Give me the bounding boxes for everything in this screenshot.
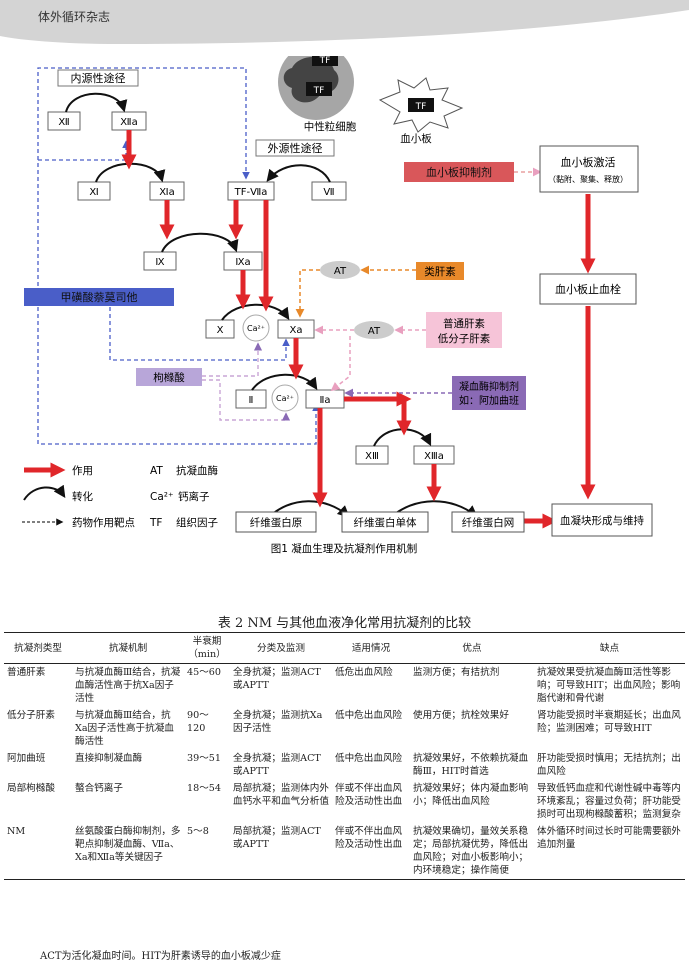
platelet-icon: TF: [378, 77, 464, 133]
citrate-box: 枸橼酸: [153, 371, 185, 384]
factor-XI: Ⅺ: [89, 187, 98, 198]
col-header: 分类及监测: [257, 642, 305, 654]
platelet-inhibitor-box: 血小板抑制剂: [426, 165, 492, 179]
platelet-plug-box: 血小板止血栓: [555, 282, 621, 296]
coagulation-figure: TF TF 中性粒细胞 TF 血小板 内源性途径 外源性途径 Ⅻ Ⅻa Ⅺ Ⅺa…: [22, 56, 653, 555]
platelet-activation-sub: （黏附、聚集、释放）: [548, 174, 628, 184]
col-header: 抗凝剂类型: [14, 642, 62, 654]
extrinsic-pathway-label: 外源性途径: [268, 141, 323, 155]
svg-text:TF: TF: [319, 56, 331, 66]
svg-text:TF: TF: [149, 517, 162, 529]
col-header: 抗凝机制: [108, 642, 148, 654]
heparin-label-2: 低分子肝素: [438, 332, 491, 345]
neutrophil-icon: TF TF: [278, 56, 354, 120]
factor-Xa: Ⅹa: [290, 325, 303, 336]
factor-VII: Ⅶ: [323, 187, 334, 198]
factor-IXa: Ⅸa: [235, 257, 250, 268]
col-header: 优点: [462, 642, 482, 654]
clot-box: 血凝块形成与维持: [560, 514, 644, 527]
neutrophil-label: 中性粒细胞: [304, 120, 357, 133]
svg-text:钙离子: 钙离子: [178, 490, 210, 503]
factor-TF-VIIa: TF-Ⅶa: [234, 187, 268, 198]
figure-caption: 图1 凝血生理及抗凝剂作用机制: [271, 542, 418, 555]
journal-title: 体外循环杂志: [38, 10, 111, 24]
table-title: 表 2 NM 与其他血液净化常用抗凝剂的比较: [217, 616, 472, 631]
factor-XIIa: Ⅻa: [120, 117, 137, 128]
factor-XIa: Ⅺa: [159, 187, 174, 198]
heparinoid-box: 类肝素: [424, 265, 456, 278]
svg-text:组织因子: 组织因子: [176, 516, 218, 529]
factor-IIa: Ⅱa: [319, 395, 330, 406]
comparison-table: 抗凝剂类型 抗凝机制 半衰期（min） 分类及监测 适用情况 优点 缺点 普通肝…: [4, 632, 685, 880]
calcium-circle-2: Ca²⁺: [276, 394, 294, 403]
factor-XIII: ⅩⅢ: [365, 451, 379, 462]
thrombin-inhibitor-label-1: 凝血酶抑制剂: [459, 380, 519, 393]
svg-text:转化: 转化: [72, 490, 93, 503]
factor-XIIIa: ⅩⅢa: [424, 451, 444, 462]
factor-X: Ⅹ: [217, 325, 224, 336]
fibrin-net-box: 纤维蛋白网: [462, 516, 515, 529]
platelet-label: 血小板: [400, 132, 432, 145]
svg-text:抗凝血酶: 抗凝血酶: [176, 464, 218, 477]
col-header: 半衰期（min）: [188, 636, 226, 660]
svg-text:TF: TF: [313, 86, 325, 96]
svg-text:药物作用靶点: 药物作用靶点: [72, 516, 135, 529]
intrinsic-pathway-label: 内源性途径: [71, 71, 126, 85]
table-footnote: ACT为活化凝血时间。HIT为肝素诱导的血小板减少症: [40, 951, 281, 962]
svg-text:Ca²⁺: Ca²⁺: [150, 491, 174, 503]
factor-IX: Ⅸ: [155, 257, 164, 268]
platelet-activation-box: 血小板激活: [561, 155, 616, 169]
nafamostat-box: 甲磺酸萘莫司他: [61, 290, 138, 304]
svg-text:TF: TF: [415, 102, 427, 112]
col-header: 缺点: [599, 642, 620, 654]
heparin-label-1: 普通肝素: [443, 317, 485, 330]
col-header: 适用情况: [351, 642, 391, 654]
svg-text:AT: AT: [150, 465, 163, 477]
factor-II: Ⅱ: [249, 395, 254, 406]
factor-XII: Ⅻ: [58, 117, 69, 128]
thrombin-inhibitor-label-2: 如：阿加曲班: [459, 394, 519, 407]
svg-text:作用: 作用: [72, 465, 93, 477]
at-oval-1: AT: [334, 266, 347, 277]
fibrin-monomer-box: 纤维蛋白单体: [354, 516, 417, 529]
journal-header-band: [0, 0, 689, 44]
at-oval-2: AT: [368, 326, 381, 337]
figure-legend: 作用 AT 抗凝血酶 转化 Ca²⁺ 钙离子 药物作用靶点 TF 组织因子: [22, 462, 218, 529]
fibrinogen-box: 纤维蛋白原: [250, 516, 303, 529]
calcium-circle-1: Ca²⁺: [247, 324, 265, 333]
